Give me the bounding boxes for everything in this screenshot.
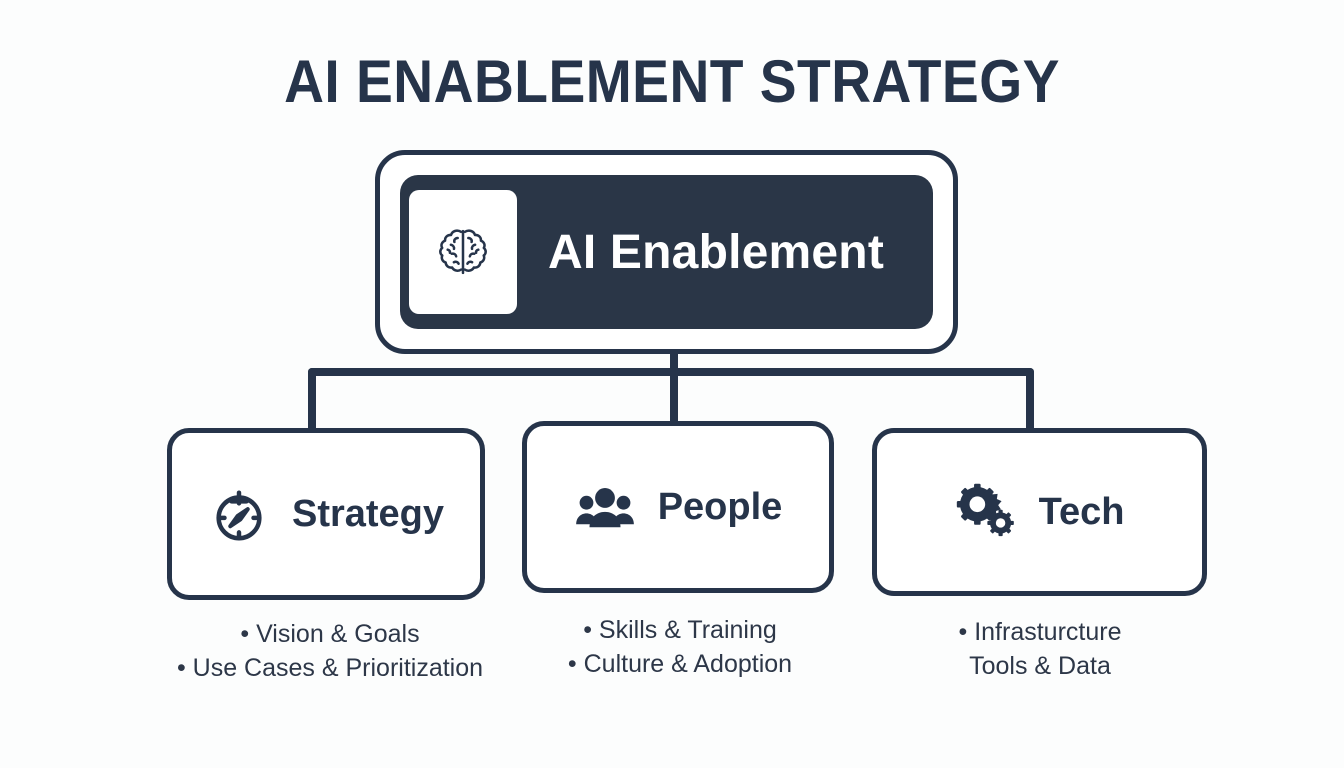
gears-icon — [956, 483, 1014, 537]
bullet-item: • Vision & Goals — [240, 620, 420, 648]
root-node-ai-enablement[interactable]: AI Enablement — [375, 150, 958, 354]
people-group-icon — [575, 488, 634, 528]
branch-content-strategy: Strategy — [208, 483, 444, 545]
root-icon-plate — [409, 190, 517, 314]
branch-content-tech: Tech — [955, 481, 1125, 543]
branch-content-people: People — [574, 476, 783, 538]
bullet-list-strategy: • Vision & Goals • Use Cases & Prioritiz… — [120, 618, 540, 685]
branch-label-strategy: Strategy — [291, 492, 445, 535]
branch-label-tech: Tech — [1038, 490, 1125, 533]
bullet-list-people: • Skills & Training • Culture & Adoption — [520, 614, 840, 681]
branch-node-people[interactable]: People — [522, 421, 834, 593]
root-node-body: AI Enablement — [400, 175, 933, 329]
bullet-item: • Use Cases & Prioritization — [176, 653, 484, 682]
bullet-item: Tools & Data — [969, 651, 1111, 680]
bullet-item: • Infrasturcture — [958, 618, 1122, 646]
root-node-label: AI Enablement — [548, 225, 884, 279]
bullet-item: • Skills & Training — [583, 616, 777, 644]
branch-node-tech[interactable]: Tech — [872, 428, 1207, 596]
compass-icon — [216, 490, 262, 541]
bullet-item: • Culture & Adoption — [567, 649, 793, 678]
branch-node-strategy[interactable]: Strategy — [167, 428, 485, 600]
branch-label-people: People — [657, 485, 783, 528]
bullet-list-tech: • Infrasturcture Tools & Data — [860, 616, 1220, 683]
page-title: AI ENABLEMENT STRATEGY — [284, 48, 1060, 115]
brain-icon — [439, 229, 487, 275]
